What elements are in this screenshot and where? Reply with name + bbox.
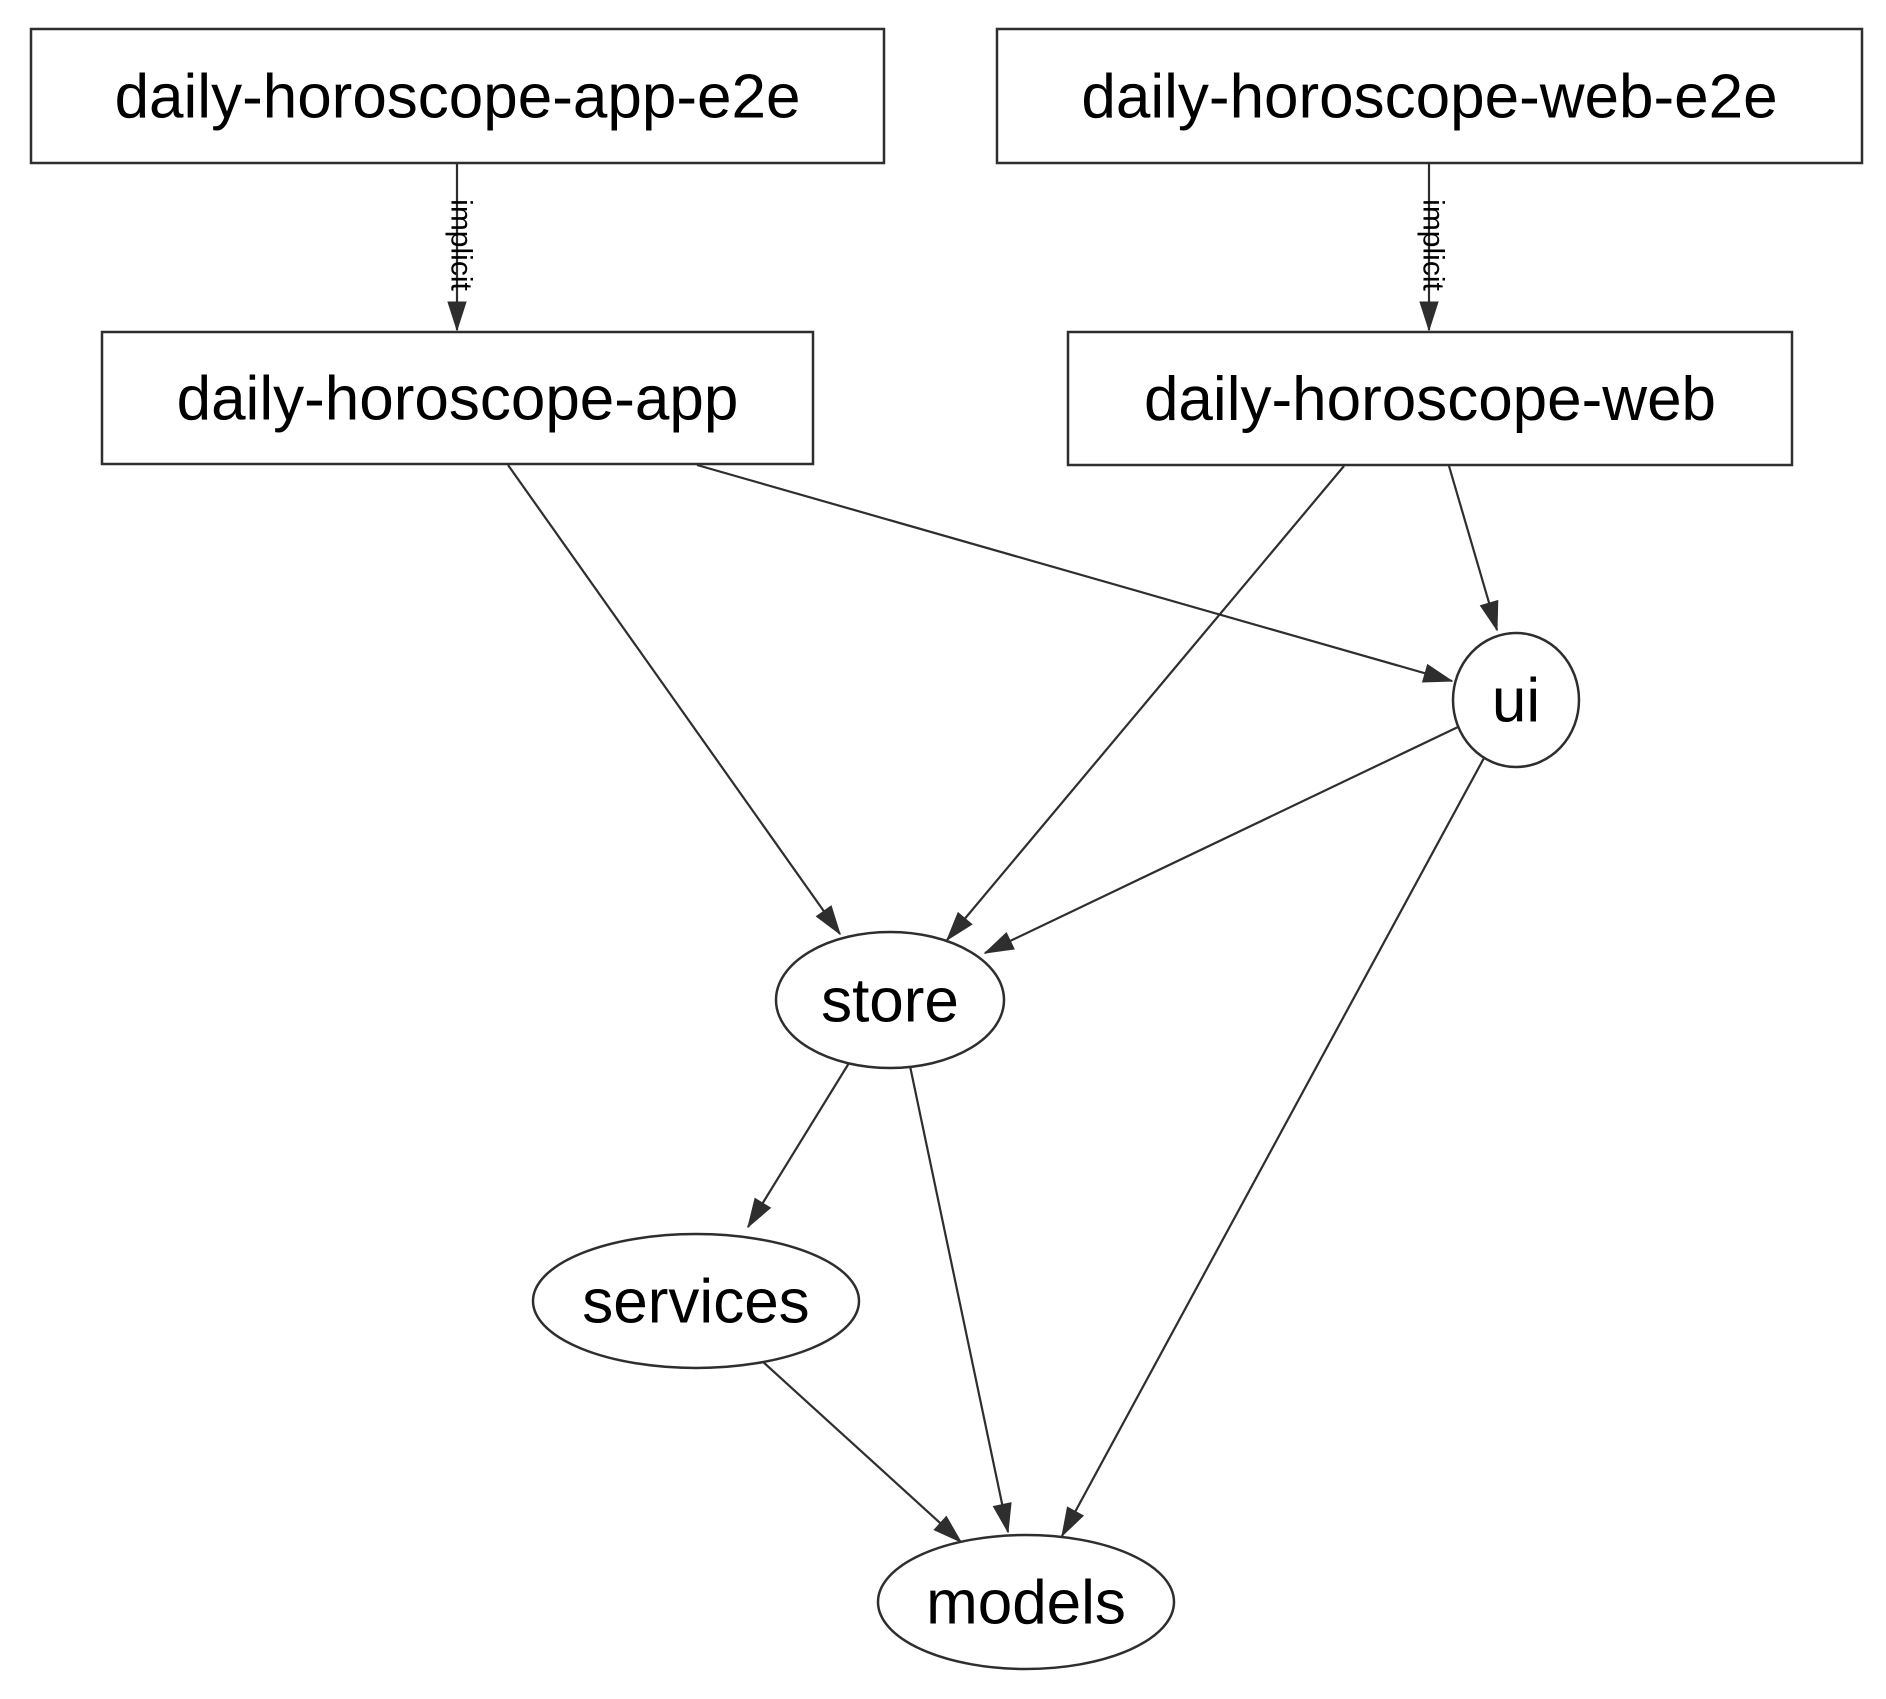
edge-arrow-daily-horoscope-web-to-ui xyxy=(1447,465,1497,630)
node-ellipse-store[interactable] xyxy=(774,930,1006,1070)
node-daily-horoscope-app[interactable]: daily-horoscope-app xyxy=(100,330,815,466)
edge-daily-horoscope-web-e2e-to-daily-horoscope-web: implicit xyxy=(1417,164,1450,330)
edge-daily-horoscope-web-to-ui xyxy=(1447,465,1497,630)
edge-daily-horoscope-app-e2e-to-daily-horoscope-app: implicit xyxy=(445,164,478,330)
node-daily-horoscope-web-e2e[interactable]: daily-horoscope-web-e2e xyxy=(995,27,1864,165)
node-label-store: store xyxy=(821,967,959,1036)
node-box-daily-horoscope-app[interactable] xyxy=(100,330,815,466)
node-label-services: services xyxy=(582,1268,809,1337)
edge-ui-to-models xyxy=(1061,757,1485,1536)
node-models[interactable]: models xyxy=(876,1533,1176,1671)
edge-store-to-services xyxy=(747,1062,850,1227)
node-label-daily-horoscope-app-e2e: daily-horoscope-app-e2e xyxy=(115,63,801,132)
node-ui[interactable]: ui xyxy=(1451,631,1581,769)
edge-ui-to-store xyxy=(985,726,1459,954)
edge-arrow-store-to-models xyxy=(908,1065,1008,1532)
node-daily-horoscope-app-e2e[interactable]: daily-horoscope-app-e2e xyxy=(29,27,886,165)
edge-daily-horoscope-app-to-ui xyxy=(696,463,1452,681)
edge-daily-horoscope-web-to-store xyxy=(947,465,1345,940)
node-label-daily-horoscope-web: daily-horoscope-web xyxy=(1144,365,1716,434)
node-label-daily-horoscope-web-e2e: daily-horoscope-web-e2e xyxy=(1081,63,1777,132)
node-box-daily-horoscope-web-e2e[interactable] xyxy=(995,27,1864,165)
edge-arrow-services-to-models xyxy=(761,1360,961,1542)
edge-arrow-daily-horoscope-web-to-store xyxy=(947,465,1345,940)
edge-services-to-models xyxy=(761,1360,961,1542)
edge-daily-horoscope-app-to-store xyxy=(507,464,840,934)
node-ellipse-ui[interactable] xyxy=(1451,631,1581,769)
node-services[interactable]: services xyxy=(531,1232,861,1370)
node-store[interactable]: store xyxy=(774,930,1006,1070)
node-ellipse-models[interactable] xyxy=(876,1533,1176,1671)
edge-arrow-ui-to-models xyxy=(1061,757,1485,1536)
edge-label-implicit: implicit xyxy=(1417,199,1450,291)
node-ellipse-services[interactable] xyxy=(531,1232,861,1370)
node-daily-horoscope-web[interactable]: daily-horoscope-web xyxy=(1066,330,1794,467)
edge-store-to-models xyxy=(908,1065,1008,1532)
node-box-daily-horoscope-web[interactable] xyxy=(1066,330,1794,467)
node-box-daily-horoscope-app-e2e[interactable] xyxy=(29,27,886,165)
edge-arrow-store-to-services xyxy=(747,1062,850,1227)
edge-arrow-daily-horoscope-app-to-ui xyxy=(696,463,1452,681)
node-label-models: models xyxy=(926,1569,1126,1638)
edge-label-implicit: implicit xyxy=(445,199,478,291)
node-label-daily-horoscope-app: daily-horoscope-app xyxy=(177,365,739,434)
edge-arrow-daily-horoscope-app-to-store xyxy=(507,464,840,934)
edge-arrow-ui-to-store xyxy=(985,726,1459,954)
node-label-ui: ui xyxy=(1492,667,1540,736)
